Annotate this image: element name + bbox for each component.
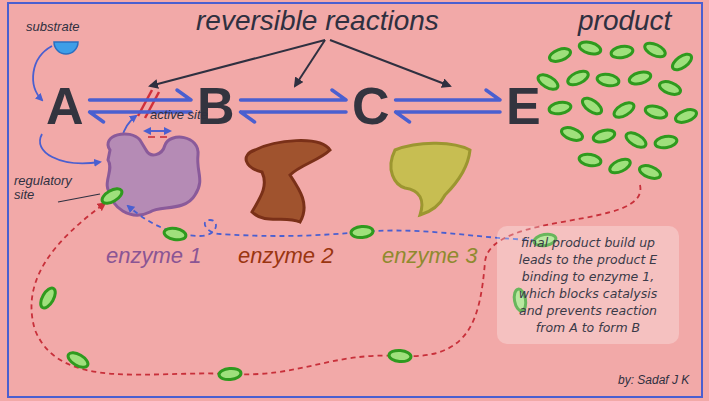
product-molecule (670, 51, 694, 73)
product-molecule (608, 156, 633, 175)
compound-node: A (46, 80, 84, 132)
product-molecule (592, 128, 616, 144)
frame (8, 3, 702, 397)
note-text: final product build up leads to the prod… (507, 234, 669, 336)
title-pointers (150, 40, 450, 86)
regulatory-site-label: regulatory site (14, 174, 94, 203)
enzyme-label: enzyme 1 (106, 244, 201, 268)
product-molecule (578, 40, 602, 56)
product-label: product (578, 6, 671, 37)
product-molecule (100, 186, 125, 207)
compound-node: B (197, 80, 235, 132)
product-molecule (674, 107, 698, 125)
compound-letter: B (197, 80, 235, 132)
equilibrium-arrow (241, 90, 346, 122)
enzyme-label: enzyme 3 (382, 244, 477, 268)
substrate-label: substrate (26, 20, 79, 34)
product-molecule (66, 350, 91, 371)
product-molecule (566, 68, 591, 87)
product-molecule (610, 45, 634, 60)
enzyme-1-shape (107, 134, 200, 215)
equilibrium-arrow (396, 90, 500, 122)
compound-node: C (352, 80, 390, 132)
active-site-arrows (145, 131, 170, 137)
compound-letter: A (46, 80, 84, 132)
product-molecule (624, 130, 649, 151)
product-molecule (560, 125, 584, 143)
product-molecule (389, 350, 412, 363)
product-molecule (548, 46, 572, 64)
enzyme-3-shape (391, 143, 470, 215)
product-molecule (658, 79, 682, 97)
compound-letter: E (506, 80, 541, 132)
product-molecule (628, 70, 652, 86)
note-box: final product build up leads to the prod… (497, 226, 679, 344)
product-molecule (596, 73, 620, 88)
product-molecule (643, 40, 668, 59)
product-molecule (163, 227, 187, 242)
product-molecule (612, 100, 637, 121)
active-site-label: active site (150, 108, 208, 122)
compound-letter: C (352, 80, 390, 132)
product-molecule (351, 226, 374, 239)
product-molecule (644, 104, 668, 120)
title-label: reversible reactions (196, 6, 439, 37)
product-molecule (38, 286, 59, 311)
enzyme-2-shape (246, 141, 330, 222)
enzyme-label: enzyme 2 (238, 244, 333, 268)
product-molecule (578, 153, 602, 168)
product-molecule (548, 101, 572, 116)
compound-node: E (506, 80, 541, 132)
product-molecules (38, 40, 698, 381)
substrate-shape (54, 42, 78, 54)
regulatory-leader (58, 194, 100, 202)
product-molecule (219, 368, 242, 381)
feedback-path-blue (128, 206, 545, 240)
product-molecule (580, 95, 604, 117)
product-molecule (654, 135, 678, 150)
credit-label: by: Sadaf J K (618, 374, 689, 387)
product-molecule (638, 163, 662, 181)
